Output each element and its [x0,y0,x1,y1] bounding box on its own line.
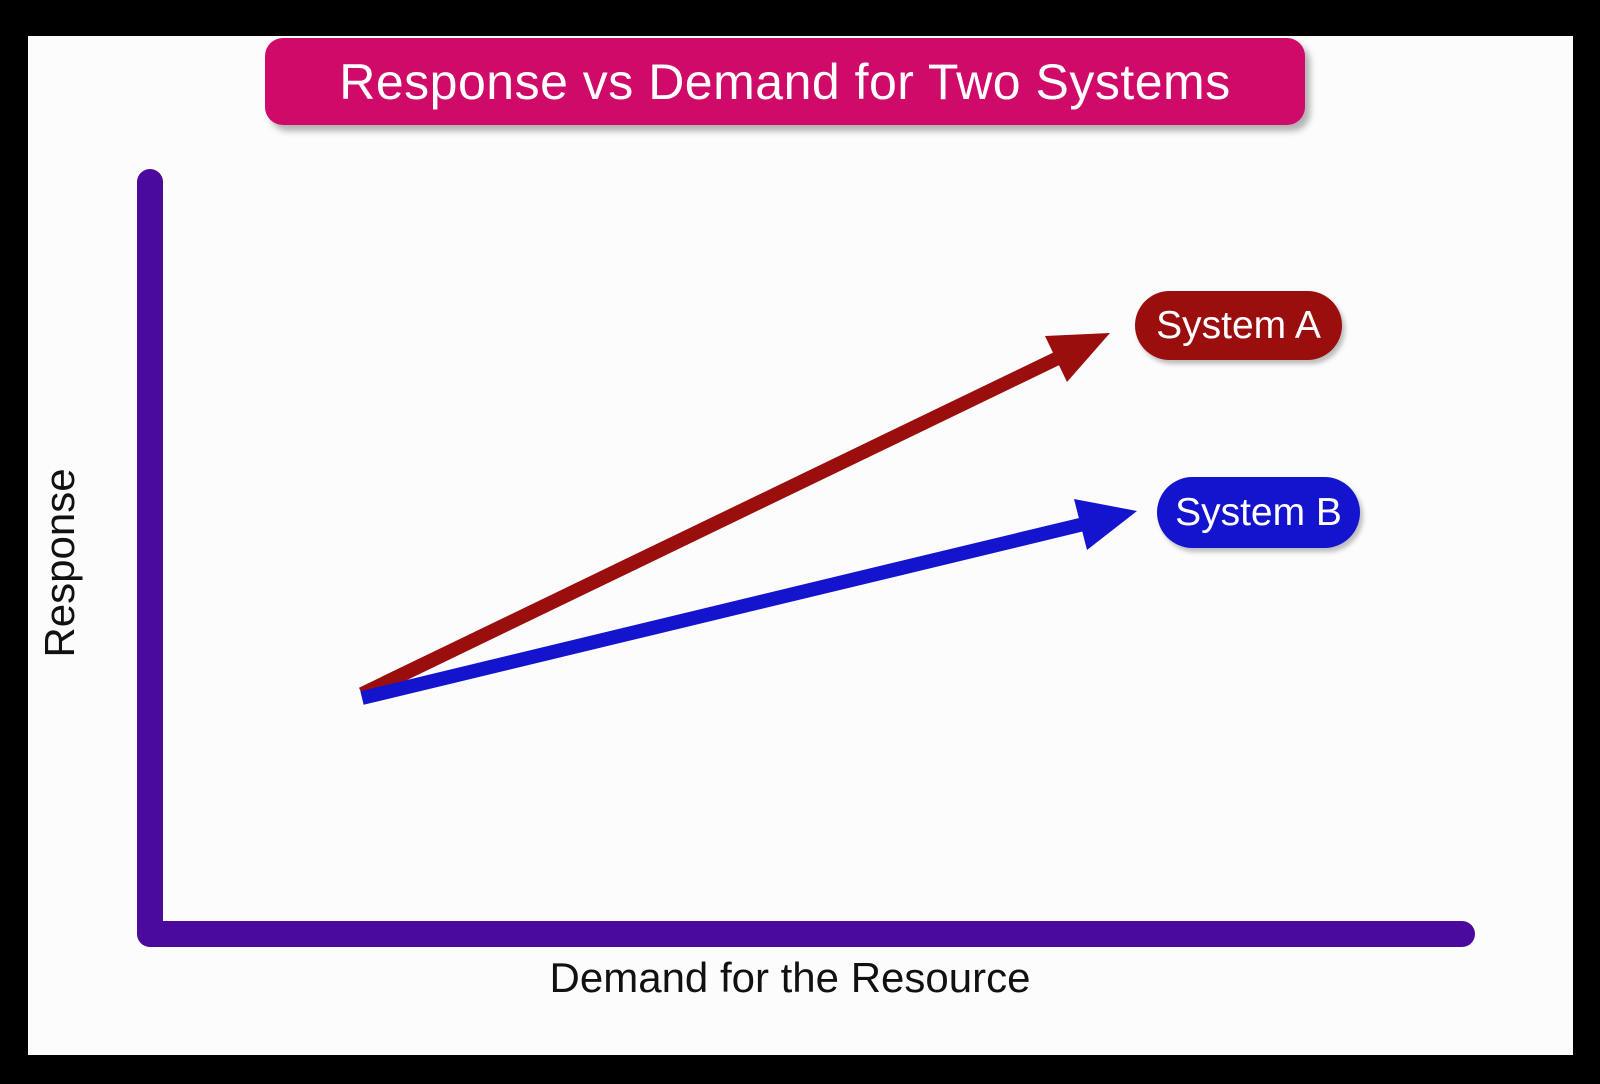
diagram-title-text: Response vs Demand for Two Systems [339,53,1231,110]
axes-and-arrows-svg [137,169,1475,947]
system-a-arrow-head [1045,333,1110,382]
system-b-label-text: System B [1175,490,1342,534]
system-a-arrow-line [358,350,1064,701]
system-b-arrow-head [1074,499,1137,550]
system-b-arrow-line [360,517,1086,705]
y-axis-label: Response [36,468,83,658]
diagram-canvas: Response vs Demand for Two Systems Respo… [28,36,1573,1055]
system-a-label-text: System A [1156,303,1321,347]
xy-axes [137,169,1475,947]
system-b-label-pill: System B [1157,477,1360,548]
x-axis-label: Demand for the Resource [549,954,1031,1001]
diagram-title: Response vs Demand for Two Systems [265,38,1305,125]
system-a-label-pill: System A [1135,291,1342,360]
